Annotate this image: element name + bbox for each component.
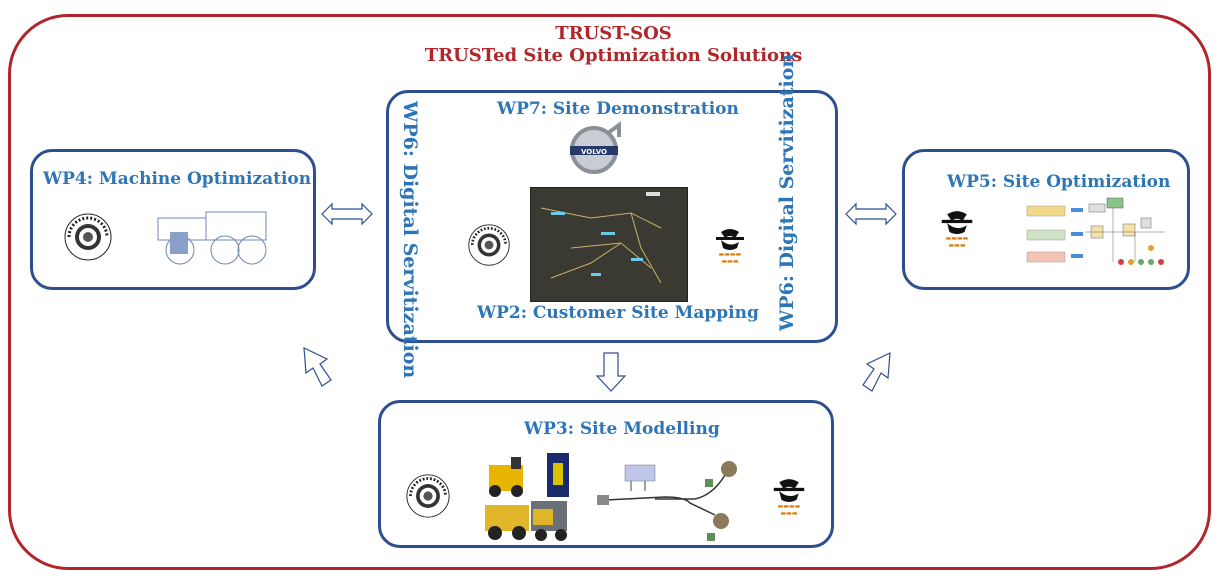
wp7-label: WP7: Site Demonstration bbox=[497, 99, 739, 119]
site-map-image bbox=[530, 187, 688, 302]
wp4-box: WP4: Machine Optimization bbox=[30, 149, 316, 290]
wp2-label: WP2: Customer Site Mapping bbox=[477, 303, 759, 323]
btu-seal-icon bbox=[467, 223, 511, 267]
mdh-logo-icon: ▬▬▬▬▬▬▬ bbox=[707, 228, 753, 265]
wp6-right-label: WP6: Digital Servitization bbox=[776, 53, 798, 331]
wp5-box: WP5: Site Optimization ▬▬▬▬▬▬▬ bbox=[902, 149, 1190, 290]
down-arrow-icon bbox=[595, 352, 627, 392]
btu-seal-icon bbox=[63, 212, 113, 262]
mdh-logo-icon: ▬▬▬▬▬▬▬ bbox=[931, 210, 983, 249]
up-left-arrow-icon bbox=[298, 345, 338, 387]
optimization-flowchart-image bbox=[1025, 196, 1175, 274]
wp5-label: WP5: Site Optimization bbox=[947, 172, 1171, 192]
up-right-arrow-icon bbox=[856, 350, 896, 392]
svg-text:VOLVO: VOLVO bbox=[581, 148, 607, 156]
btu-seal-icon bbox=[405, 473, 451, 519]
dumper-drawing-icon bbox=[148, 204, 273, 270]
title-line2: TRUSTed Site Optimization Solutions bbox=[424, 45, 803, 66]
volvo-logo-icon: VOLVO bbox=[564, 121, 626, 175]
wp6-left-label: WP6: Digital Servitization bbox=[399, 101, 421, 379]
double-arrow-icon-right bbox=[845, 202, 897, 226]
double-arrow-icon-left bbox=[321, 202, 373, 226]
wp4-label: WP4: Machine Optimization bbox=[43, 169, 312, 189]
center-box: WP7: Site Demonstration WP6: Digital Ser… bbox=[386, 54, 838, 378]
wp3-label: WP3: Site Modelling bbox=[524, 419, 720, 439]
mdh-logo-icon: ▬▬▬▬▬▬▬ bbox=[764, 478, 814, 517]
outer-frame bbox=[8, 14, 1211, 570]
title-line1: TRUST-SOS bbox=[555, 23, 672, 44]
wp3-box: WP3: Site Modelling bbox=[378, 400, 834, 548]
construction-machines-image bbox=[481, 451, 573, 543]
site-model-diagram-image bbox=[595, 455, 745, 545]
